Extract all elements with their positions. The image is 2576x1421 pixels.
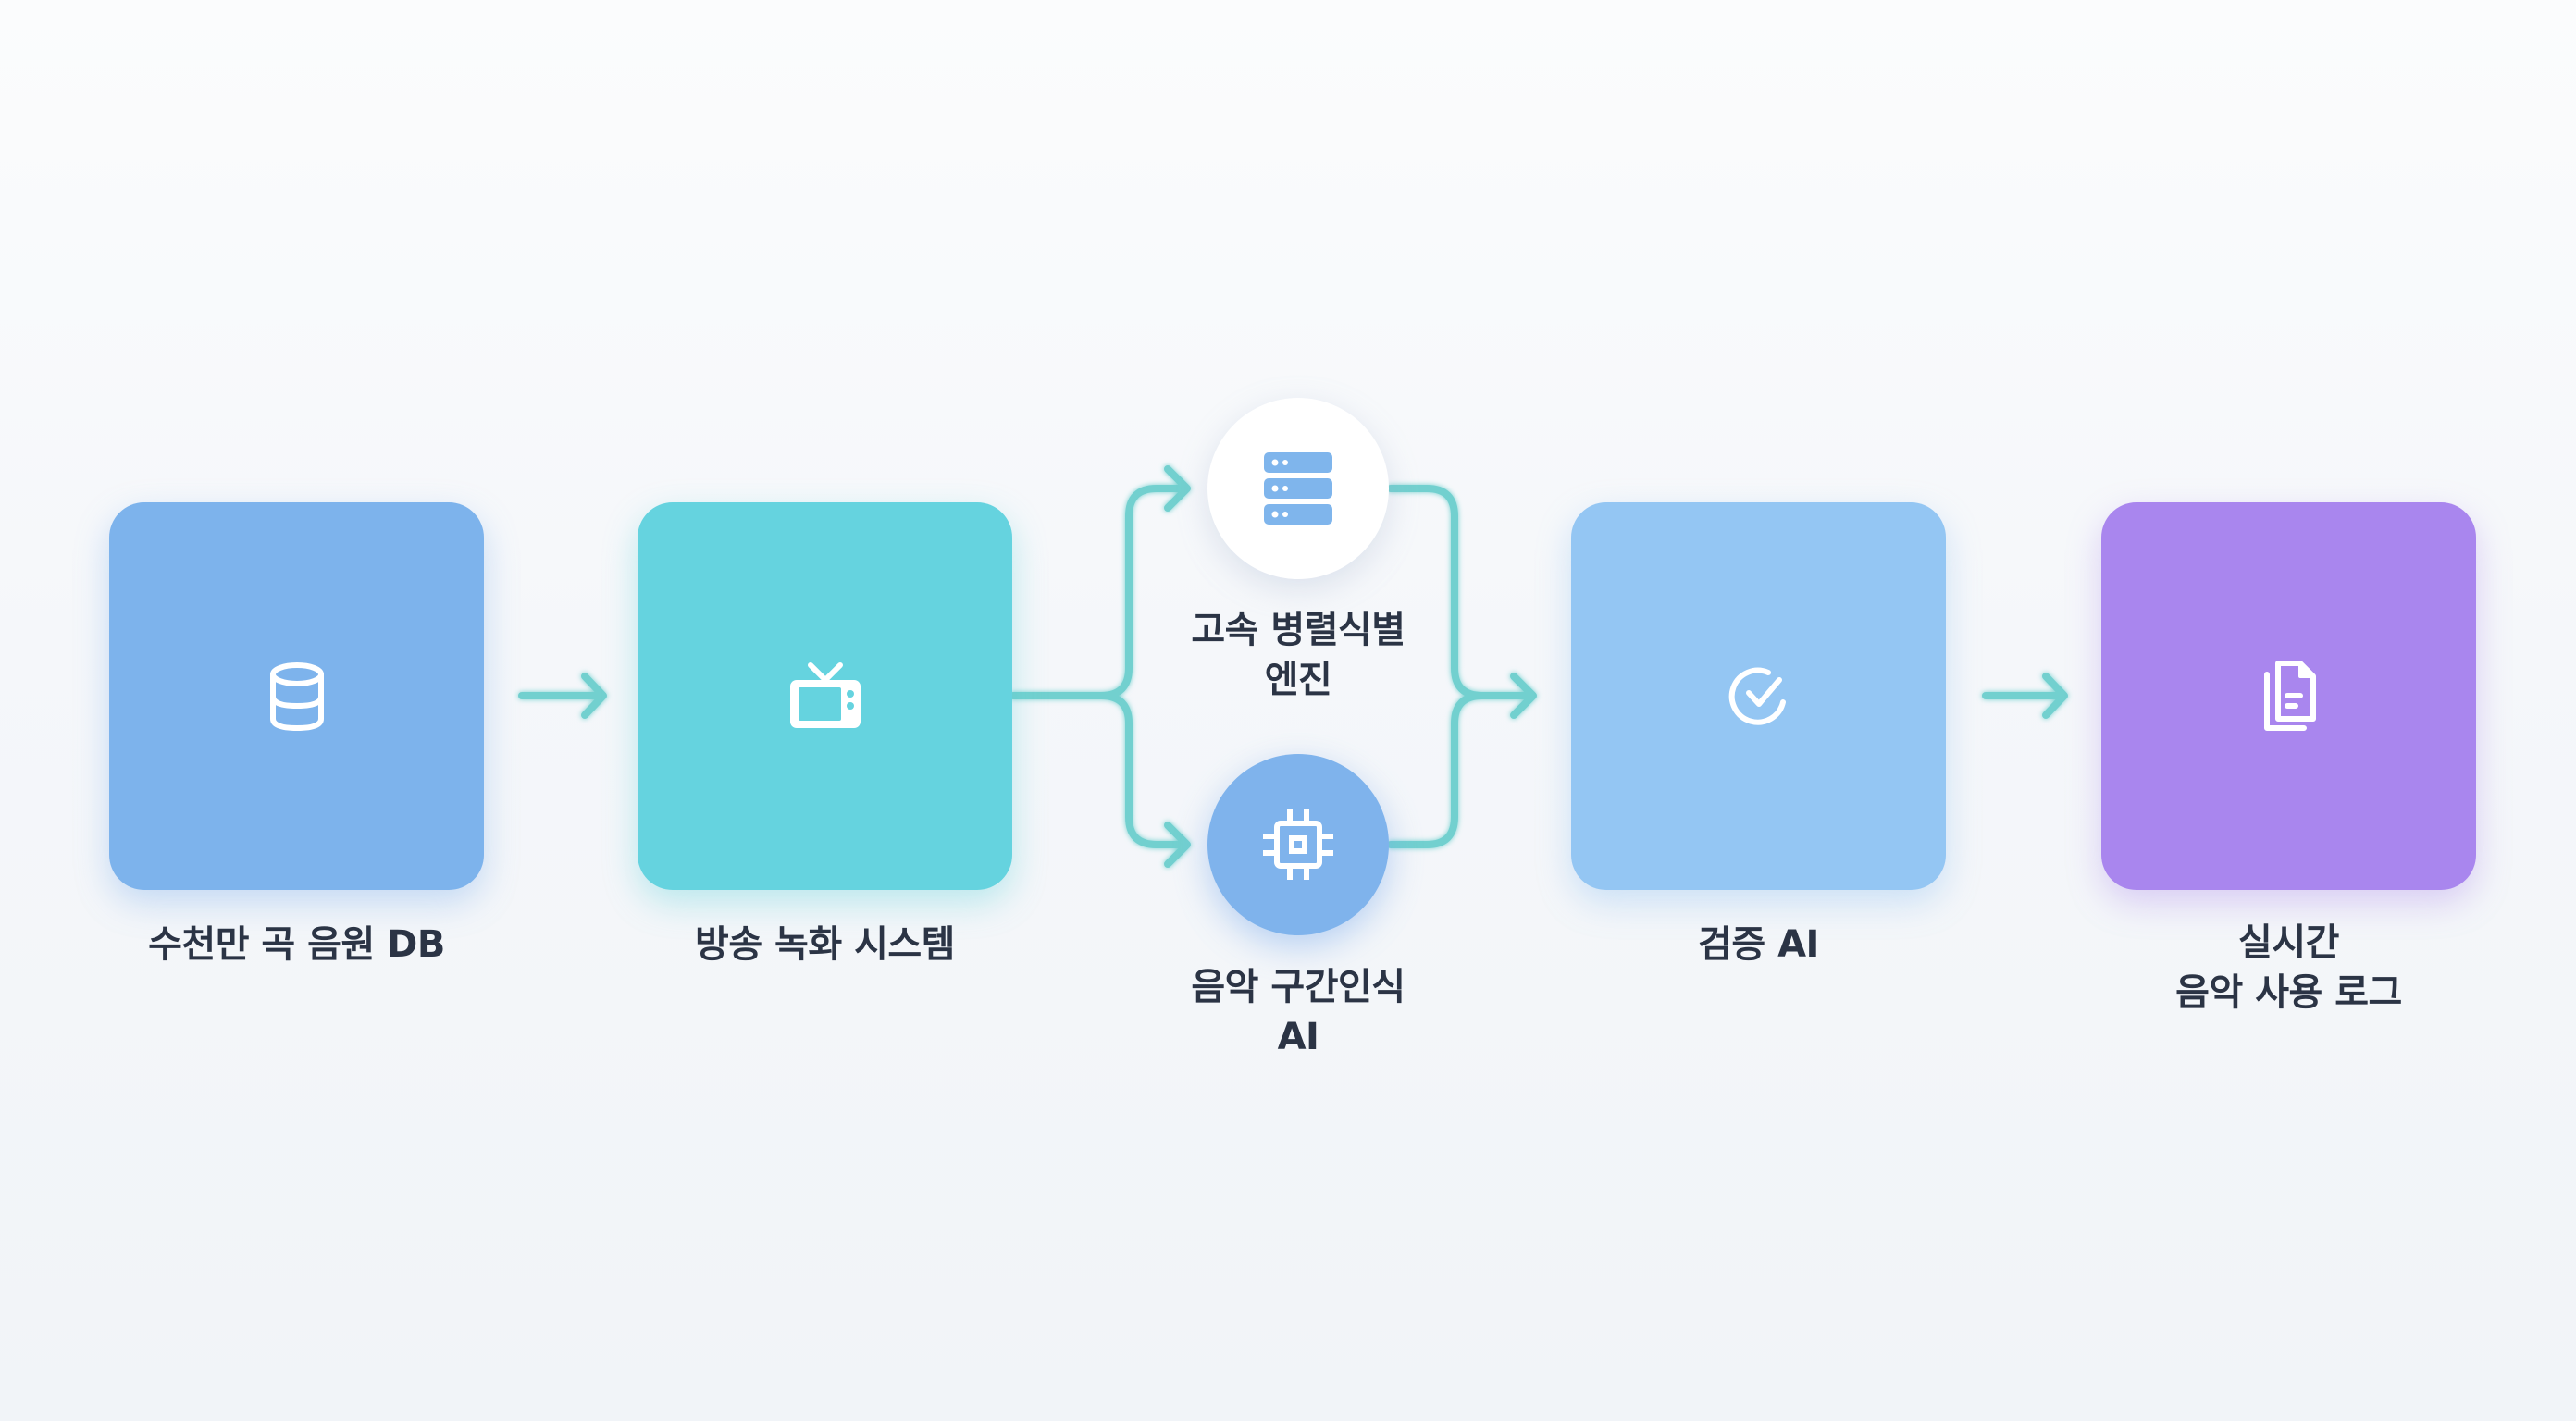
arrow-broadcast-split bbox=[1009, 465, 1191, 868]
node-verification-ai[interactable] bbox=[1571, 502, 1946, 890]
server-icon bbox=[1264, 452, 1332, 525]
check-circle-icon bbox=[1728, 667, 1786, 725]
arrow-merge-to-verify bbox=[1387, 485, 1537, 848]
arrow-db-to-broadcast bbox=[518, 673, 607, 719]
arrow-verify-to-log bbox=[1982, 673, 2068, 719]
label-broadcast-recording: 방송 녹화 시스템 bbox=[695, 923, 955, 966]
node-broadcast-recording[interactable] bbox=[638, 502, 1012, 890]
label-parallel-engine: 고속 병렬식별 엔진 bbox=[1191, 609, 1406, 701]
label-music-segment-ai: 음악 구간인식 AI bbox=[1191, 966, 1406, 1058]
label-usage-log: 실시간 음악 사용 로그 bbox=[2175, 921, 2402, 1014]
node-usage-log[interactable] bbox=[2101, 502, 2476, 890]
database-icon bbox=[269, 661, 324, 731]
tv-icon bbox=[789, 661, 861, 728]
chip-icon bbox=[1263, 809, 1333, 880]
node-music-segment-ai[interactable] bbox=[1208, 754, 1389, 935]
node-music-db[interactable] bbox=[109, 502, 484, 890]
label-music-db: 수천만 곡 음원 DB bbox=[148, 923, 445, 966]
label-verification-ai: 검증 AI bbox=[1698, 923, 1819, 966]
documents-icon bbox=[2263, 660, 2316, 731]
node-parallel-engine[interactable] bbox=[1208, 398, 1389, 579]
